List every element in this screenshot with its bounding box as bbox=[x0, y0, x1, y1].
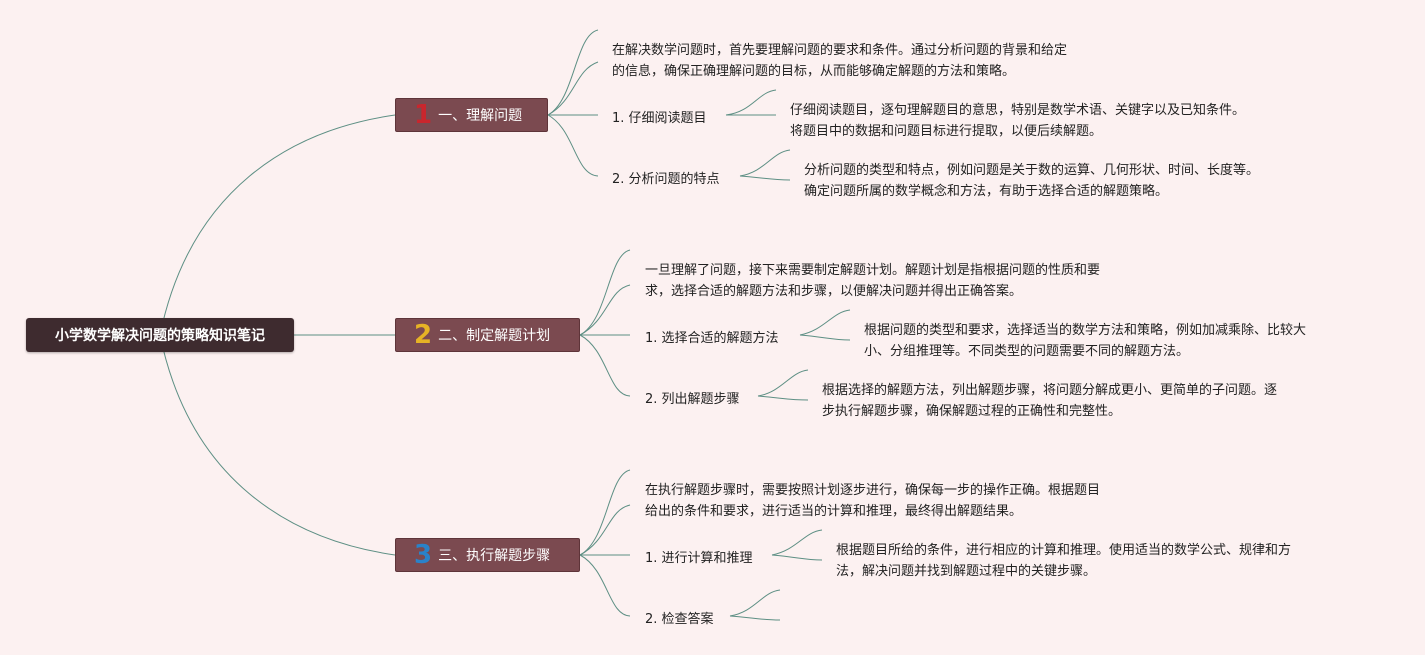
connector-b1-item2 bbox=[547, 114, 599, 177]
branch-2-item-1[interactable]: 1. 选择合适的解题方法 bbox=[645, 331, 779, 346]
connector-b1-intro bbox=[547, 29, 599, 116]
connector-b2-d2b bbox=[757, 395, 809, 401]
connector-b3-d2 bbox=[729, 589, 781, 617]
connector-b2-d1 bbox=[799, 309, 851, 336]
branch-2-node[interactable]: 2 二、制定解题计划 bbox=[395, 318, 580, 352]
branch-1-item-1-detail-line-2: 将题目中的数据和问题目标进行提取，以便后续解题。 bbox=[790, 124, 1103, 139]
branch-3-item-2[interactable]: 2. 检查答案 bbox=[645, 612, 714, 627]
connector-b3-intro-b bbox=[579, 504, 631, 556]
branch-2-title: 二、制定解题计划 bbox=[438, 328, 551, 344]
branch-3-item-1-detail: 根据题目所给的条件，进行相应的计算和推理。使用适当的数学公式、规律和方 法，解决… bbox=[836, 540, 1291, 582]
branch-3-intro-line-2: 给出的条件和要求，进行适当的计算和推理，最终得出解题结果。 bbox=[645, 504, 1023, 519]
branch-1-node[interactable]: 1 一、理解问题 bbox=[395, 98, 548, 132]
branch-2-item-2-detail: 根据选择的解题方法，列出解题步骤，将问题分解成更小、更简单的子问题。逐 步执行解… bbox=[822, 380, 1277, 422]
branch-1-item-2-detail-line-2: 确定问题所属的数学概念和方法，有助于选择合适的解题策略。 bbox=[804, 184, 1169, 199]
branch-1-item-2-detail-line-1: 分析问题的类型和特点，例如问题是关于数的运算、几何形状、时间、长度等。 bbox=[804, 163, 1260, 178]
branch-2-item-2[interactable]: 2. 列出解题步骤 bbox=[645, 392, 740, 407]
branch-2-item-1-detail-line-1: 根据问题的类型和要求，选择适当的数学方法和策略，例如加减乘除、比较大 bbox=[864, 323, 1307, 338]
branch-2-item-1-detail-line-2: 小、分组推理等。不同类型的问题需要不同的解题方法。 bbox=[864, 344, 1190, 359]
branch-3-title: 三、执行解题步骤 bbox=[438, 548, 551, 564]
branch-3-item-1-detail-line-1: 根据题目所给的条件，进行相应的计算和推理。使用适当的数学公式、规律和方 bbox=[836, 543, 1292, 558]
connector-b2-intro bbox=[579, 249, 631, 336]
branch-1-item-2-detail: 分析问题的类型和特点，例如问题是关于数的运算、几何形状、时间、长度等。 确定问题… bbox=[804, 160, 1259, 202]
branch-2-intro: 一旦理解了问题，接下来需要制定解题计划。解题计划是指根据问题的性质和要 求，选择… bbox=[645, 260, 1100, 302]
connector-b1-d2b bbox=[739, 175, 791, 181]
branch-2-intro-line-1: 一旦理解了问题，接下来需要制定解题计划。解题计划是指根据问题的性质和要 bbox=[645, 263, 1101, 278]
root-title: 小学数学解决问题的策略知识笔记 bbox=[55, 328, 265, 344]
connector-b1-intro-b bbox=[547, 61, 599, 116]
connector-b2-item2 bbox=[579, 334, 631, 397]
number-3-icon: 3 bbox=[414, 540, 433, 570]
branch-1-item-1-detail-line-1: 仔细阅读题目，逐句理解题目的意思，特别是数学术语、关键字以及已知条件。 bbox=[790, 103, 1246, 118]
connector-b2-intro-b bbox=[579, 284, 631, 336]
connector-root-branch-1 bbox=[159, 114, 396, 336]
branch-3-node[interactable]: 3 三、执行解题步骤 bbox=[395, 538, 580, 572]
connector-b3-item2 bbox=[579, 554, 631, 617]
branch-1-item-2[interactable]: 2. 分析问题的特点 bbox=[612, 172, 720, 187]
connector-b3-d2b bbox=[729, 615, 781, 621]
number-1-icon: 1 bbox=[414, 100, 433, 130]
root-topic[interactable]: 小学数学解决问题的策略知识笔记 bbox=[26, 318, 294, 352]
branch-1-intro-line-1: 在解决数学问题时，首先要理解问题的要求和条件。通过分析问题的背景和给定 bbox=[612, 43, 1068, 58]
connector-b1-d2 bbox=[739, 149, 791, 177]
branch-2-intro-line-2: 求，选择合适的解题方法和步骤，以便解决问题并得出正确答案。 bbox=[645, 284, 1023, 299]
branch-2-item-1-detail: 根据问题的类型和要求，选择适当的数学方法和策略，例如加减乘除、比较大 小、分组推… bbox=[864, 320, 1306, 362]
branch-2-item-2-detail-line-2: 步执行解题步骤，确保解题过程的正确性和完整性。 bbox=[822, 404, 1122, 419]
branch-1-item-1-detail: 仔细阅读题目，逐句理解题目的意思，特别是数学术语、关键字以及已知条件。 将题目中… bbox=[790, 100, 1245, 142]
connector-b2-d2 bbox=[757, 369, 809, 397]
branch-1-item-1[interactable]: 1. 仔细阅读题目 bbox=[612, 111, 707, 126]
number-2-icon: 2 bbox=[414, 320, 433, 350]
branch-1-intro: 在解决数学问题时，首先要理解问题的要求和条件。通过分析问题的背景和给定 的信息，… bbox=[612, 40, 1067, 82]
connector-b3-d1 bbox=[771, 529, 823, 556]
connector-root-branch-3 bbox=[159, 334, 396, 556]
connector-b2-d1b bbox=[799, 334, 851, 341]
branch-3-item-1-detail-line-2: 法，解决问题并找到解题过程中的关键步骤。 bbox=[836, 564, 1097, 579]
branch-3-intro-line-1: 在执行解题步骤时，需要按照计划逐步进行，确保每一步的操作正确。根据题目 bbox=[645, 483, 1101, 498]
branch-1-intro-line-2: 的信息，确保正确理解问题的目标，从而能够确定解题的方法和策略。 bbox=[612, 64, 1016, 79]
branch-2-item-2-detail-line-1: 根据选择的解题方法，列出解题步骤，将问题分解成更小、更简单的子问题。逐 bbox=[822, 383, 1278, 398]
branch-3-intro: 在执行解题步骤时，需要按照计划逐步进行，确保每一步的操作正确。根据题目 给出的条… bbox=[645, 480, 1100, 522]
connector-b3-intro bbox=[579, 469, 631, 556]
connector-b3-d1b bbox=[771, 554, 823, 561]
branch-3-item-1[interactable]: 1. 进行计算和推理 bbox=[645, 551, 753, 566]
branch-1-title: 一、理解问题 bbox=[438, 108, 523, 124]
connector-b1-d1 bbox=[725, 89, 777, 116]
